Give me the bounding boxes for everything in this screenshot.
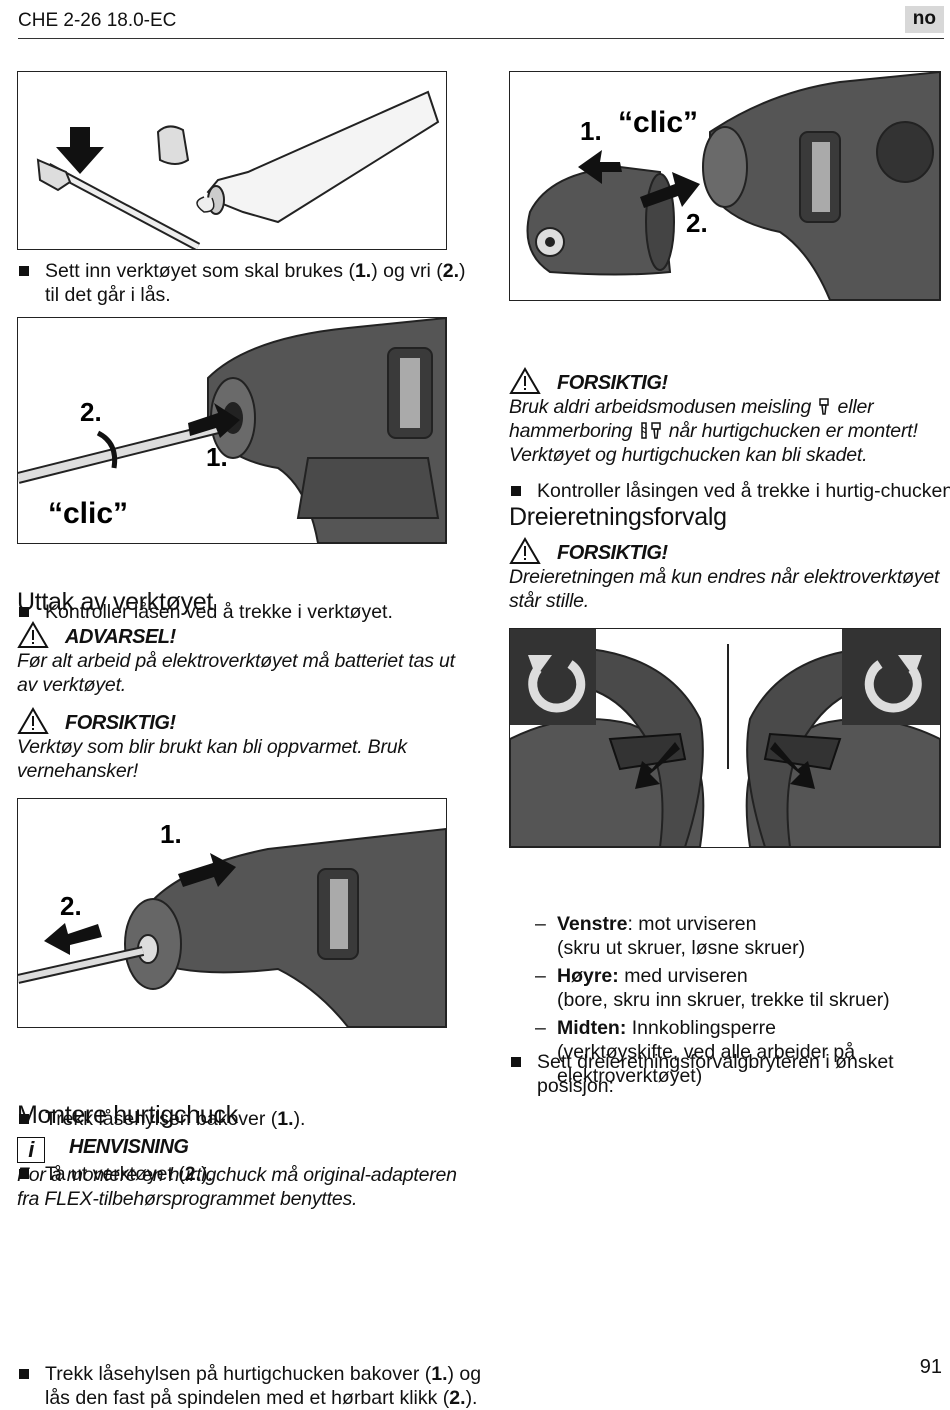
- step-label-2: 2.: [686, 208, 708, 238]
- caution-block-rotation: FORSIKTIG! Dreieretningen må kun endres …: [509, 537, 945, 613]
- quick-chuck-illustration: 1. 2. “clic”: [526, 72, 940, 300]
- step-label-2: 2.: [60, 891, 82, 921]
- figure-rotation-switch: [509, 628, 941, 848]
- note-text: For å montere en hurtigchuck må original…: [17, 1164, 457, 1210]
- note-label: HENVISNING: [69, 1136, 189, 1158]
- step-label-1: 1.: [160, 819, 182, 849]
- rotation-switch-illustration: [510, 629, 940, 847]
- switch-arrow-left-icon: [635, 742, 680, 789]
- option-middle: Midten: Innkoblingsperre (verktøyskifte,…: [509, 1016, 945, 1088]
- instruction-mount-chuck: Trekk låsehylsen på hurtigchucken bakove…: [17, 1362, 485, 1410]
- caution-label: FORSIKTIG!: [557, 542, 668, 564]
- down-arrow-icon: [56, 127, 104, 174]
- instruction-remove-tool: Ta ut verktøyet (2.).: [17, 1162, 485, 1186]
- rotation-options-list: Venstre: mot urviseren (skru ut skruer, …: [509, 912, 945, 1088]
- rotate-arrow-icon: [96, 430, 118, 469]
- caution-text: Bruk aldri arbeidsmodusen meisling eller…: [509, 396, 918, 466]
- warning-block: ADVARSEL! Før alt arbeid på elektroverkt…: [17, 621, 457, 697]
- pull-arrow-icon: [578, 150, 622, 184]
- chisel-mode-icon: [819, 398, 830, 415]
- document-header-title: CHE 2-26 18.0-EC: [18, 10, 177, 31]
- figure-remove-tool: 1. 2.: [17, 798, 447, 1028]
- page-number: 91: [919, 1356, 942, 1378]
- push-arrow-icon: [640, 172, 700, 208]
- switch-arrow-right-icon: [770, 742, 815, 789]
- step-label-1: 1.: [580, 116, 602, 146]
- warning-triangle-icon: [17, 707, 49, 734]
- caution-text: Dreieretningen må kun endres når elektro…: [509, 566, 940, 612]
- heading-mount-chuck: Montere hurtigchuck: [17, 1101, 238, 1129]
- instruction-insert-tool: Sett inn verktøyet som skal brukes (1.) …: [17, 259, 475, 307]
- note-block: i HENVISNING For å montere en hurtigchuck…: [17, 1136, 457, 1211]
- option-left: Venstre: mot urviseren (skru ut skruer, …: [509, 912, 945, 960]
- step-label-1: 1.: [206, 442, 228, 472]
- figure-grease-bit: [17, 71, 447, 250]
- instruction-check-chuck-lock: Kontroller låsingen ved å trekke i hurti…: [509, 479, 950, 503]
- warning-triangle-icon: [509, 367, 541, 394]
- caution-block-chuck: FORSIKTIG! Bruk aldri arbeidsmodusen mei…: [509, 367, 945, 467]
- heading-rotation-direction: Dreieretningsforvalg: [509, 503, 727, 531]
- heading-remove-tool: Uttak av verktøyet: [17, 588, 214, 616]
- step-label-2: 2.: [80, 397, 102, 427]
- clic-sound-label: “clic”: [48, 497, 128, 530]
- counterclockwise-icon: [528, 660, 586, 713]
- caution-block-hot: FORSIKTIG! Verktøy som blir brukt kan bl…: [17, 707, 457, 783]
- figure-insert-bit: 2. 1. “clic”: [17, 317, 447, 544]
- insert-bit-illustration: 2. 1. “clic”: [18, 318, 446, 543]
- warning-triangle-icon: [509, 537, 541, 564]
- clockwise-icon: [864, 660, 922, 713]
- instruction-check-lock: Kontroller låsen ved å trekke i verktøye…: [17, 600, 485, 624]
- hammer-drill-mode-icon: [640, 422, 661, 439]
- clic-sound-label: “clic”: [618, 106, 698, 139]
- option-right: Høyre: med urviseren (bore, skru inn skr…: [509, 964, 945, 1012]
- grease-bit-illustration: [36, 90, 440, 249]
- warning-text: Før alt arbeid på elektroverktøyet må ba…: [17, 650, 455, 696]
- insert-arrow-icon: [188, 403, 240, 438]
- caution-label: FORSIKTIG!: [65, 712, 176, 734]
- warning-triangle-icon: [17, 621, 49, 648]
- instruction-pull-sleeve: Trekk låsehylsen bakover (1.).: [17, 1107, 485, 1131]
- remove-tool-illustration: 1. 2.: [18, 819, 446, 1027]
- caution-text: Verktøy som blir brukt kan bli oppvarmet…: [17, 736, 407, 782]
- warning-label: ADVARSEL!: [65, 626, 176, 648]
- header-divider: [18, 38, 944, 39]
- info-icon: i: [17, 1137, 45, 1163]
- figure-quick-chuck: 1. 2. “clic”: [509, 71, 941, 301]
- caution-label: FORSIKTIG!: [557, 372, 668, 394]
- right-arrow-icon: [178, 853, 236, 887]
- left-arrow-icon: [44, 923, 102, 955]
- language-badge: no: [904, 6, 944, 33]
